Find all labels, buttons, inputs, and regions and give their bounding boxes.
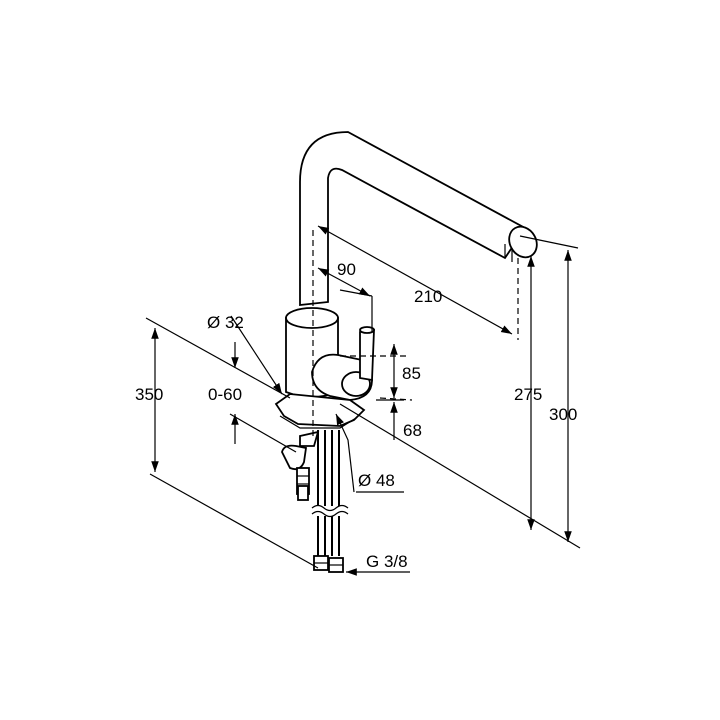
dim-height-350-label: 350 — [135, 385, 163, 404]
dim-lever-offset-label: 90 — [337, 260, 356, 279]
dim-base-diameter-label: Ø 48 — [358, 471, 395, 490]
dim-body-height-label: 85 — [402, 364, 421, 383]
supply-hoses — [311, 430, 349, 573]
dim-thread-label: G 3/8 — [366, 552, 408, 571]
dimension-arrows — [151, 225, 572, 576]
lever-handle — [311, 326, 375, 401]
faucet-spout — [299, 131, 538, 307]
centerlines — [312, 230, 519, 440]
dim-spout-length-label: 210 — [414, 287, 442, 306]
dim-body-diameter-label: Ø 32 — [207, 313, 244, 332]
dim-outlet-height-label: 275 — [514, 385, 542, 404]
mounting-hardware — [281, 430, 320, 501]
dim-base-height-label: 68 — [403, 421, 422, 440]
dim-total-height-label: 300 — [549, 405, 577, 424]
extension-lines — [145, 235, 581, 569]
dim-deck-thickness-label: 0-60 — [208, 385, 242, 404]
